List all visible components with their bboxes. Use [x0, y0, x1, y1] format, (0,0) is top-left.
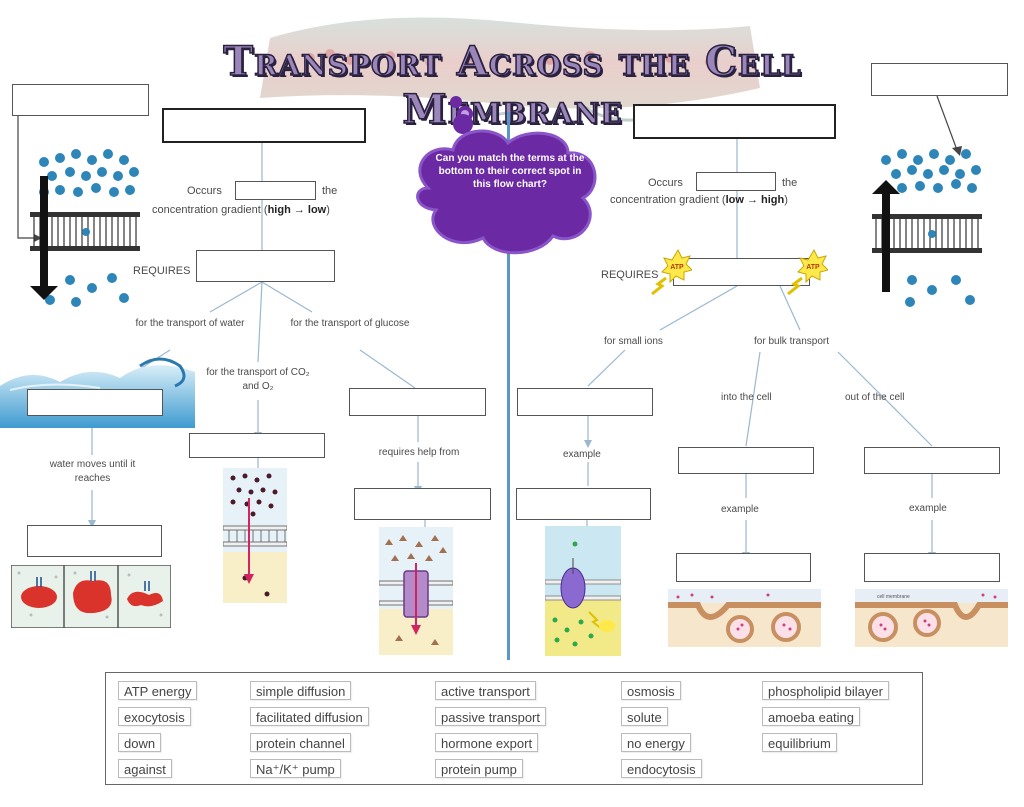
- active-transport-heading-box[interactable]: [633, 104, 836, 139]
- glucose-transport-answer-box[interactable]: [349, 388, 486, 416]
- term-chip[interactable]: ATP energy: [118, 681, 198, 700]
- small-ions-answer-box[interactable]: [517, 388, 653, 416]
- left-requires-label: REQUIRES: [133, 265, 191, 277]
- protein-channel-answer-box[interactable]: [354, 488, 491, 520]
- left-gradient-label: concentration gradient (high → low): [152, 203, 330, 217]
- atp-icon-text: ATP: [806, 264, 820, 271]
- membrane-label-answer-box[interactable]: [12, 84, 149, 116]
- exocytosis-image: cell membrane: [855, 589, 1008, 647]
- requires-help-label: requires help from: [378, 447, 460, 458]
- bulk-transport-label: for bulk transport: [754, 336, 830, 347]
- term-chip[interactable]: solute: [621, 707, 668, 726]
- term-chip[interactable]: against: [118, 759, 172, 778]
- exocytosis-caption: cell membrane: [877, 594, 910, 600]
- term-chip[interactable]: exocytosis: [118, 707, 191, 726]
- word-bank: ATP energy simple diffusion active trans…: [105, 672, 923, 785]
- left-gradient-close: ): [326, 204, 330, 216]
- out-of-cell-label: out of the cell: [845, 392, 905, 403]
- branch-water-label: for the transport of water: [135, 318, 245, 329]
- term-chip[interactable]: simple diffusion: [250, 681, 352, 700]
- left-gradient-direction: high → low: [267, 204, 327, 216]
- exocytosis-example-answer-box[interactable]: [864, 553, 1000, 582]
- branch-gases-label: for the transport of CO₂ and O₂: [206, 367, 310, 392]
- example-label-into: example: [721, 504, 759, 515]
- left-occurs-suffix: the: [322, 185, 338, 197]
- left-gradient-text: concentration gradient (: [152, 204, 268, 216]
- branch-glucose-label: for the transport of glucose: [290, 318, 410, 329]
- exocytosis-answer-box[interactable]: [864, 447, 1000, 474]
- right-gradient-direction-box[interactable]: [696, 172, 776, 191]
- red-blood-cells-image: [11, 565, 171, 628]
- term-chip[interactable]: down: [118, 733, 162, 752]
- right-gradient-text: concentration gradient (: [610, 194, 726, 206]
- term-chip[interactable]: equilibrium: [762, 733, 837, 752]
- page-title: Transport Across the Cell Membrane: [223, 37, 802, 134]
- term-chip[interactable]: no energy: [621, 733, 691, 752]
- water-transport-answer-box[interactable]: [27, 389, 163, 416]
- protein-pump-image: [545, 526, 621, 656]
- term-chip[interactable]: passive transport: [435, 707, 546, 726]
- side-divider: [507, 112, 510, 660]
- endocytosis-answer-box[interactable]: [678, 447, 814, 474]
- term-chip[interactable]: protein pump: [435, 759, 523, 778]
- right-gradient-direction: low → high: [725, 194, 785, 206]
- equilibrium-answer-box[interactable]: [27, 525, 162, 557]
- term-chip[interactable]: amoeba eating: [762, 707, 861, 726]
- active-transport-membrane-image: [872, 149, 982, 307]
- term-chip[interactable]: facilitated diffusion: [250, 707, 369, 726]
- term-chip[interactable]: protein channel: [250, 733, 351, 752]
- left-gradient-direction-box[interactable]: [235, 181, 316, 200]
- right-gradient-close: ): [784, 194, 788, 206]
- small-ions-label: for small ions: [604, 336, 663, 347]
- endocytosis-example-answer-box[interactable]: [676, 553, 811, 582]
- simple-diffusion-answer-box[interactable]: [189, 433, 325, 458]
- term-chip[interactable]: endocytosis: [621, 759, 702, 778]
- endocytosis-image: [668, 589, 821, 647]
- bubble-prompt: Can you match the terms at the bottom to…: [435, 153, 585, 190]
- term-chip[interactable]: osmosis: [621, 681, 681, 700]
- right-membrane-label-answer-box[interactable]: [871, 63, 1008, 96]
- term-chip[interactable]: active transport: [435, 681, 536, 700]
- thought-bubble: [416, 96, 597, 255]
- right-occurs-label: Occurs: [648, 177, 683, 189]
- facilitated-diffusion-image: [379, 527, 453, 655]
- atp-icon-text: ATP: [670, 264, 684, 271]
- simple-diffusion-image: [223, 468, 287, 603]
- into-cell-label: into the cell: [721, 392, 772, 403]
- right-occurs-suffix: the: [782, 177, 798, 189]
- left-requires-answer-box[interactable]: [196, 250, 335, 282]
- atp-icon: ATP: [787, 248, 828, 296]
- example-label-out: example: [909, 503, 947, 514]
- left-occurs-label: Occurs: [187, 185, 222, 197]
- right-requires-label: REQUIRES: [601, 269, 659, 281]
- term-chip[interactable]: phospholipid bilayer: [762, 681, 889, 700]
- term-chip[interactable]: Na⁺/K⁺ pump: [250, 759, 341, 778]
- passive-transport-heading-box[interactable]: [162, 108, 366, 143]
- water-until-label: water moves until it reaches: [49, 459, 136, 484]
- diffusion-membrane-image: [30, 149, 140, 307]
- ion-pump-answer-box[interactable]: [516, 488, 651, 520]
- atp-icon: ATP: [651, 248, 692, 296]
- example-label-ions: example: [563, 449, 601, 460]
- right-gradient-label: concentration gradient (low → high): [610, 193, 788, 207]
- term-chip[interactable]: hormone export: [435, 733, 539, 752]
